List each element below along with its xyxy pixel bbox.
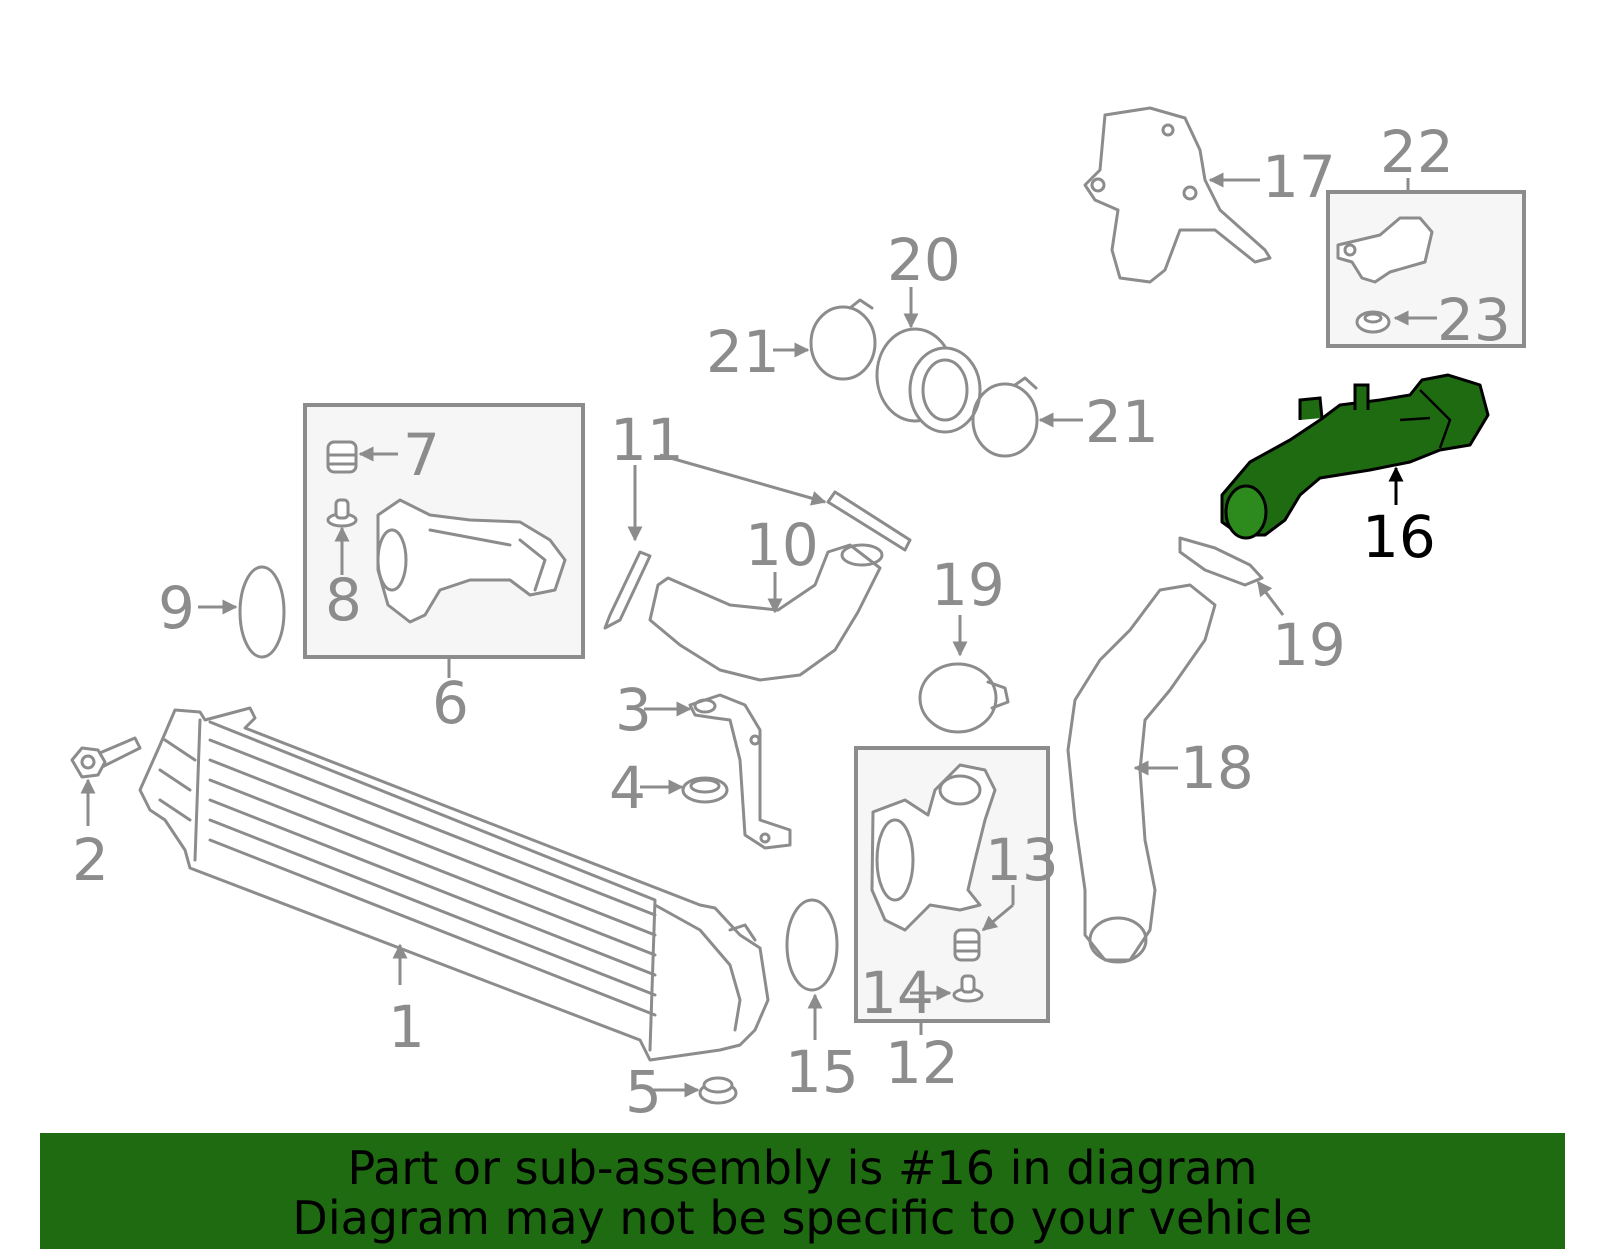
callout-18[interactable]: 18	[1180, 734, 1254, 802]
part-10-hose[interactable]	[648, 543, 884, 682]
callout-19-b[interactable]: 19	[1272, 611, 1346, 679]
part-2-bolt[interactable]	[70, 736, 142, 779]
part-17-bracket[interactable]	[1083, 106, 1272, 284]
callout-7[interactable]: 7	[403, 421, 440, 489]
part-22-map-sensor[interactable]	[1336, 216, 1434, 284]
part-12-outlet-pipe[interactable]	[870, 763, 997, 932]
callout-20[interactable]: 20	[887, 226, 961, 294]
part-6-inlet-pipe[interactable]	[376, 498, 567, 624]
part-16-intercooler-outlet-pipe[interactable]	[1220, 373, 1490, 540]
part-15-gasket[interactable]	[785, 898, 839, 992]
banner-disclaimer: Diagram may not be specific to your vehi…	[292, 1191, 1313, 1245]
part-19-clamp-b[interactable]	[1178, 536, 1264, 587]
banner-part-notice: Part or sub-assembly is #16 in diagram	[347, 1141, 1258, 1195]
callout-2[interactable]: 2	[72, 826, 109, 894]
callout-3[interactable]: 3	[615, 676, 652, 744]
part-7-nut[interactable]	[326, 440, 358, 474]
info-banner: Part or sub-assembly is #16 in diagram D…	[40, 1133, 1565, 1249]
part-9-gasket[interactable]	[238, 565, 286, 659]
callout-13[interactable]: 13	[985, 826, 1059, 894]
part-13-nut[interactable]	[953, 928, 981, 962]
callout-15[interactable]: 15	[785, 1038, 859, 1106]
callout-21-a[interactable]: 21	[706, 318, 780, 386]
part-4-grommet[interactable]	[681, 776, 729, 804]
part-21-clamp-b[interactable]	[971, 376, 1039, 458]
part-1-intercooler[interactable]	[138, 706, 770, 1062]
callout-21-b[interactable]: 21	[1085, 388, 1159, 456]
part-23-o-ring[interactable]	[1355, 310, 1391, 334]
leader-lines	[80, 172, 1437, 1098]
callout-10[interactable]: 10	[745, 511, 819, 579]
callout-9[interactable]: 9	[158, 574, 195, 642]
callout-12[interactable]: 12	[885, 1029, 959, 1097]
part-20-coupler[interactable]	[875, 327, 982, 434]
part-14-bolt[interactable]	[952, 974, 984, 1003]
callout-19-a[interactable]: 19	[931, 551, 1005, 619]
callout-1[interactable]: 1	[388, 993, 425, 1061]
part-21-clamp-a[interactable]	[809, 298, 877, 381]
callout-6[interactable]: 6	[432, 669, 469, 737]
part-5-grommet[interactable]	[698, 1076, 738, 1105]
callout-17[interactable]: 17	[1262, 143, 1336, 211]
callout-22[interactable]: 22	[1380, 118, 1454, 186]
callout-11[interactable]: 11	[610, 406, 684, 474]
callout-labels: 1 2 3 4 5 6 7 8 9 10 11 12 13 14 15 16 1…	[72, 118, 1511, 1126]
callout-14[interactable]: 14	[860, 959, 934, 1027]
part-3-bracket[interactable]	[688, 693, 792, 850]
part-8-bolt[interactable]	[326, 498, 358, 528]
callout-5[interactable]: 5	[625, 1058, 662, 1126]
part-19-clamp-a[interactable]	[918, 662, 1010, 734]
part-18-hose[interactable]	[1066, 583, 1217, 964]
callout-8[interactable]: 8	[325, 566, 362, 634]
callout-23[interactable]: 23	[1437, 286, 1511, 354]
callout-16[interactable]: 16	[1362, 503, 1436, 571]
callout-4[interactable]: 4	[609, 754, 646, 822]
part-11-sensor[interactable]	[603, 490, 912, 630]
